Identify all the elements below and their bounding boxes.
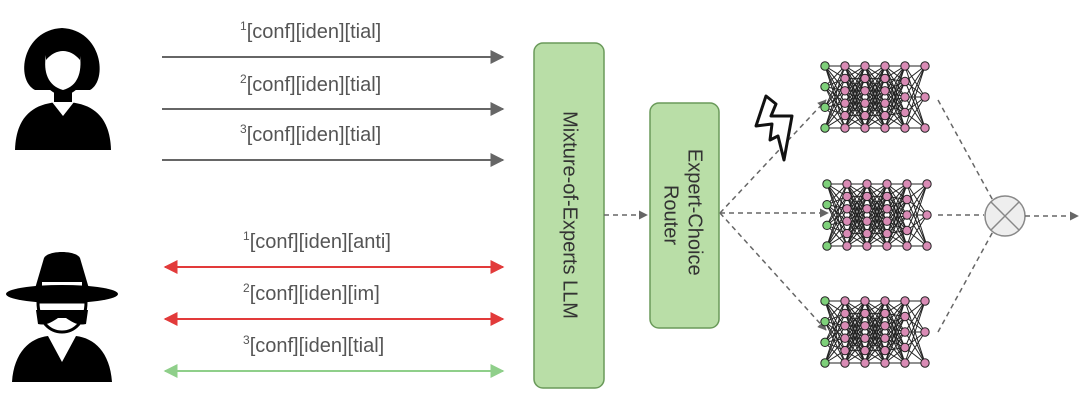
attacker-message-2: 2[conf][iden][im] bbox=[243, 281, 380, 305]
experts-to-combine-lines bbox=[937, 99, 997, 333]
benign-messages: 1[conf][iden][tial] 2[conf][iden][tial] … bbox=[162, 19, 505, 167]
router-to-experts-arrows bbox=[719, 99, 829, 331]
router-box: Expert-Choice Router bbox=[649, 102, 720, 329]
spy-hacker-icon bbox=[6, 252, 118, 382]
moe-llm-box: Mixture-of-Experts LLM bbox=[533, 42, 605, 389]
benign-message-3: 3[conf][iden][tial] bbox=[240, 122, 381, 146]
attacker-message-1: 1[conf][iden][anti] bbox=[243, 229, 391, 253]
router-label: Expert-Choice Router bbox=[660, 149, 706, 281]
woman-user-icon bbox=[15, 28, 111, 150]
attacker-message-3: 3[conf][iden][tial] bbox=[243, 333, 384, 357]
combine-cross-icon bbox=[984, 195, 1026, 237]
expert-network-icon bbox=[820, 296, 930, 368]
benign-message-1: 1[conf][iden][tial] bbox=[240, 19, 381, 43]
lightning-icon bbox=[754, 94, 794, 162]
moe-llm-label: Mixture-of-Experts LLM bbox=[559, 111, 581, 319]
expert-network-icon bbox=[822, 179, 932, 251]
benign-message-2: 2[conf][iden][tial] bbox=[240, 72, 381, 96]
attacker-messages: 1[conf][iden][anti] 2[conf][iden][im] 3[… bbox=[163, 229, 505, 378]
expert-networks bbox=[820, 61, 932, 368]
expert-network-icon bbox=[820, 61, 930, 133]
